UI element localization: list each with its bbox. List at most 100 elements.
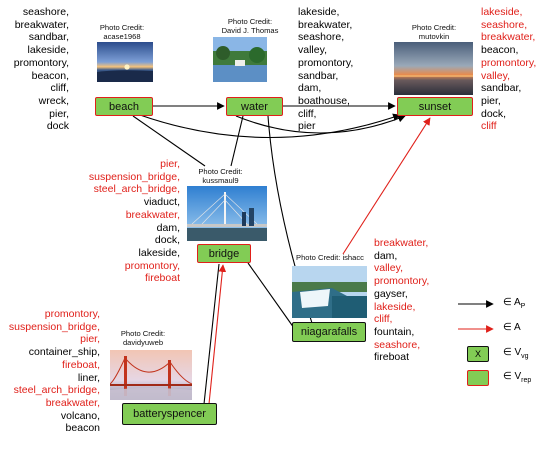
- photo-sunset: [394, 42, 473, 95]
- label-word: valley,: [481, 69, 510, 82]
- label-word: sandbar,: [481, 82, 522, 95]
- photo-bridge: [187, 186, 267, 241]
- label-word: seashore,: [374, 338, 421, 351]
- label-word: liner,: [77, 371, 100, 384]
- legend-text: ∈ A: [503, 297, 521, 308]
- photo-water: [213, 37, 267, 82]
- label-word: beacon: [65, 422, 100, 435]
- credit-author: davidyuweb: [122, 338, 164, 347]
- edge-water-sunset-curve: [235, 114, 406, 134]
- label-word: pier: [298, 120, 316, 133]
- label-word: pier,: [160, 158, 180, 170]
- label-word: steel_arch_bridge,: [13, 384, 100, 397]
- label-word: boathouse,: [298, 94, 350, 107]
- edge-batteryspencer-bridge: [203, 263, 220, 405]
- label-word: fireboat: [144, 272, 180, 285]
- label-word: breakwater,: [481, 31, 536, 44]
- credit-line: Photo Credit:: [198, 167, 243, 176]
- label-word: promontory,: [44, 308, 100, 320]
- edge-beach-bridge: [132, 115, 206, 167]
- wordlist-water: lakeside,breakwater,seashore,valley,prom…: [298, 6, 353, 133]
- label-word: dock,: [154, 234, 180, 247]
- photo-credit-niagarafalls: Photo Credit: ishacc: [290, 253, 370, 262]
- edge-niagarafalls-sunset-red: [342, 117, 431, 255]
- label-word: breakwater,: [125, 208, 180, 221]
- label-word: dam,: [156, 221, 180, 234]
- photo-credit-sunset: Photo Credit: mutovkin: [408, 23, 460, 41]
- node-bridge: bridge: [197, 244, 251, 263]
- legend-sub: P: [520, 303, 526, 310]
- credit-line: Photo Credit:: [411, 23, 457, 32]
- credit-author: mutovkin: [418, 32, 450, 41]
- label-word: lakeside,: [481, 6, 523, 18]
- label-word: pier,: [80, 333, 100, 346]
- label-word: pier,: [49, 107, 69, 120]
- label-word: sandbar,: [298, 69, 339, 82]
- legend-box-label: X: [474, 349, 481, 359]
- label-word: lakeside,: [298, 6, 340, 18]
- legend-black-arrow-label: ∈ AP: [503, 297, 525, 310]
- photo-niagarafalls: [292, 266, 367, 318]
- label-word: fireboat,: [62, 358, 100, 371]
- label-word: valley,: [298, 44, 327, 57]
- legend-red-arrow-label: ∈ A: [503, 322, 521, 333]
- label-word: lakeside,: [374, 300, 416, 313]
- label-word: fireboat: [374, 351, 410, 364]
- label-word: breakwater,: [14, 18, 69, 31]
- credit-line: Photo Credit:: [227, 17, 273, 26]
- edge-bridge-niagarafalls: [247, 262, 295, 329]
- label-word: breakwater,: [298, 18, 353, 31]
- label-word: fountain,: [374, 325, 415, 338]
- wordlist-niagarafalls: breakwater,dam,valley,promontory,gayser,…: [374, 237, 429, 364]
- label-word: lakeside,: [138, 246, 180, 259]
- label-word: steel_arch_bridge,: [93, 183, 180, 196]
- node-sunset: sunset: [397, 97, 473, 116]
- edge-water-bridge: [230, 115, 244, 167]
- label-word: promontory,: [298, 56, 354, 69]
- label-word: suspension_bridge,: [8, 320, 100, 333]
- wordlist-batteryspencer: promontory,suspension_bridge,pier,contai…: [0, 308, 100, 435]
- label-word: promontory,: [481, 56, 537, 69]
- node-beach: beach: [95, 97, 153, 116]
- legend-rep-box: [467, 370, 489, 386]
- photo-credit-beach: Photo Credit: acase1968: [93, 23, 151, 41]
- credit-author: kussmaul9: [202, 176, 239, 185]
- legend-text: ∈ V: [503, 347, 522, 358]
- edge-batteryspencer-bridge-red: [208, 264, 227, 405]
- label-word: viaduct,: [143, 196, 180, 209]
- photo-credit-bridge: Photo Credit: kussmaul9: [193, 167, 248, 185]
- label-word: promontory,: [124, 259, 180, 272]
- label-word: pier,: [481, 94, 501, 107]
- node-niagarafalls: niagarafalls: [292, 322, 366, 342]
- label-word: promontory,: [13, 56, 69, 69]
- node-label: water: [241, 100, 268, 113]
- label-word: sandbar,: [28, 31, 69, 44]
- wordlist-beach: seashore,breakwater,sandbar,lakeside,pro…: [0, 6, 69, 133]
- label-word: cliff,: [298, 107, 317, 120]
- label-word: container_ship,: [28, 346, 100, 359]
- label-word: volcano,: [60, 409, 100, 422]
- label-word: suspension_bridge,: [88, 170, 180, 183]
- credit-author: David J. Thomas: [221, 26, 279, 35]
- label-word: beacon,: [481, 44, 519, 57]
- credit-author: acase1968: [103, 32, 141, 41]
- label-word: dam,: [374, 249, 398, 262]
- label-word: seashore,: [298, 31, 345, 44]
- legend-text: ∈ A: [503, 322, 521, 333]
- label-word: seashore,: [22, 6, 69, 18]
- node-label: beach: [109, 100, 139, 113]
- label-word: gayser,: [374, 287, 408, 300]
- photo-beach: [97, 42, 153, 82]
- label-word: dam,: [298, 82, 322, 95]
- legend-sub: vg: [521, 353, 529, 360]
- label-word: cliff,: [50, 82, 69, 95]
- wordlist-sunset: lakeside,seashore,breakwater,beacon,prom…: [481, 6, 536, 133]
- label-word: lakeside,: [27, 44, 69, 57]
- label-word: seashore,: [481, 18, 528, 31]
- legend-vg-label: ∈ Vvg: [503, 347, 529, 360]
- label-word: cliff: [481, 120, 497, 133]
- legend-rep-label: ∈ Vrep: [503, 371, 531, 384]
- label-word: breakwater,: [45, 396, 100, 409]
